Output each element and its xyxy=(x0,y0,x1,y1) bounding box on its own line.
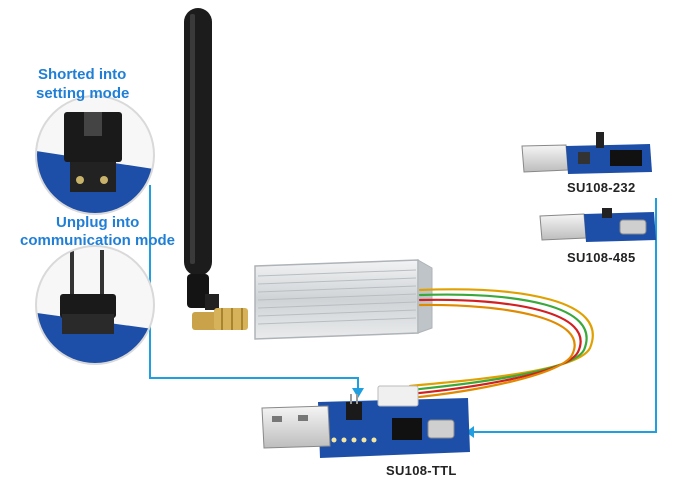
arrow-head-jumper xyxy=(352,388,364,398)
jumper-icon xyxy=(346,394,362,420)
ribbon-cable-icon xyxy=(408,288,594,400)
lora-module xyxy=(254,259,433,340)
su108-485-label: SU108-485 xyxy=(567,250,636,265)
usb-plug-icon xyxy=(261,405,331,449)
shorted-jumper-closeup xyxy=(35,95,155,215)
antenna-icon xyxy=(184,8,248,330)
shorted-label-line2: setting mode xyxy=(36,85,130,102)
su108-485-board xyxy=(539,208,656,242)
su108-232-board xyxy=(521,132,652,174)
line-232-485-to-ttl xyxy=(470,198,657,433)
unplug-label-line1: Unplug into xyxy=(56,214,140,231)
su108-ttl-board xyxy=(318,385,470,458)
unplug-label-line2: communication mode xyxy=(20,232,176,249)
su108-232-label: SU108-232 xyxy=(567,180,636,195)
arrow-head-ttl xyxy=(466,426,474,438)
jumper-icon xyxy=(64,112,122,192)
su108-ttl-label: SU108-TTL xyxy=(386,463,457,478)
unplugged-jumper-closeup xyxy=(35,245,155,365)
shorted-label-line1: Shorted into xyxy=(38,66,127,83)
